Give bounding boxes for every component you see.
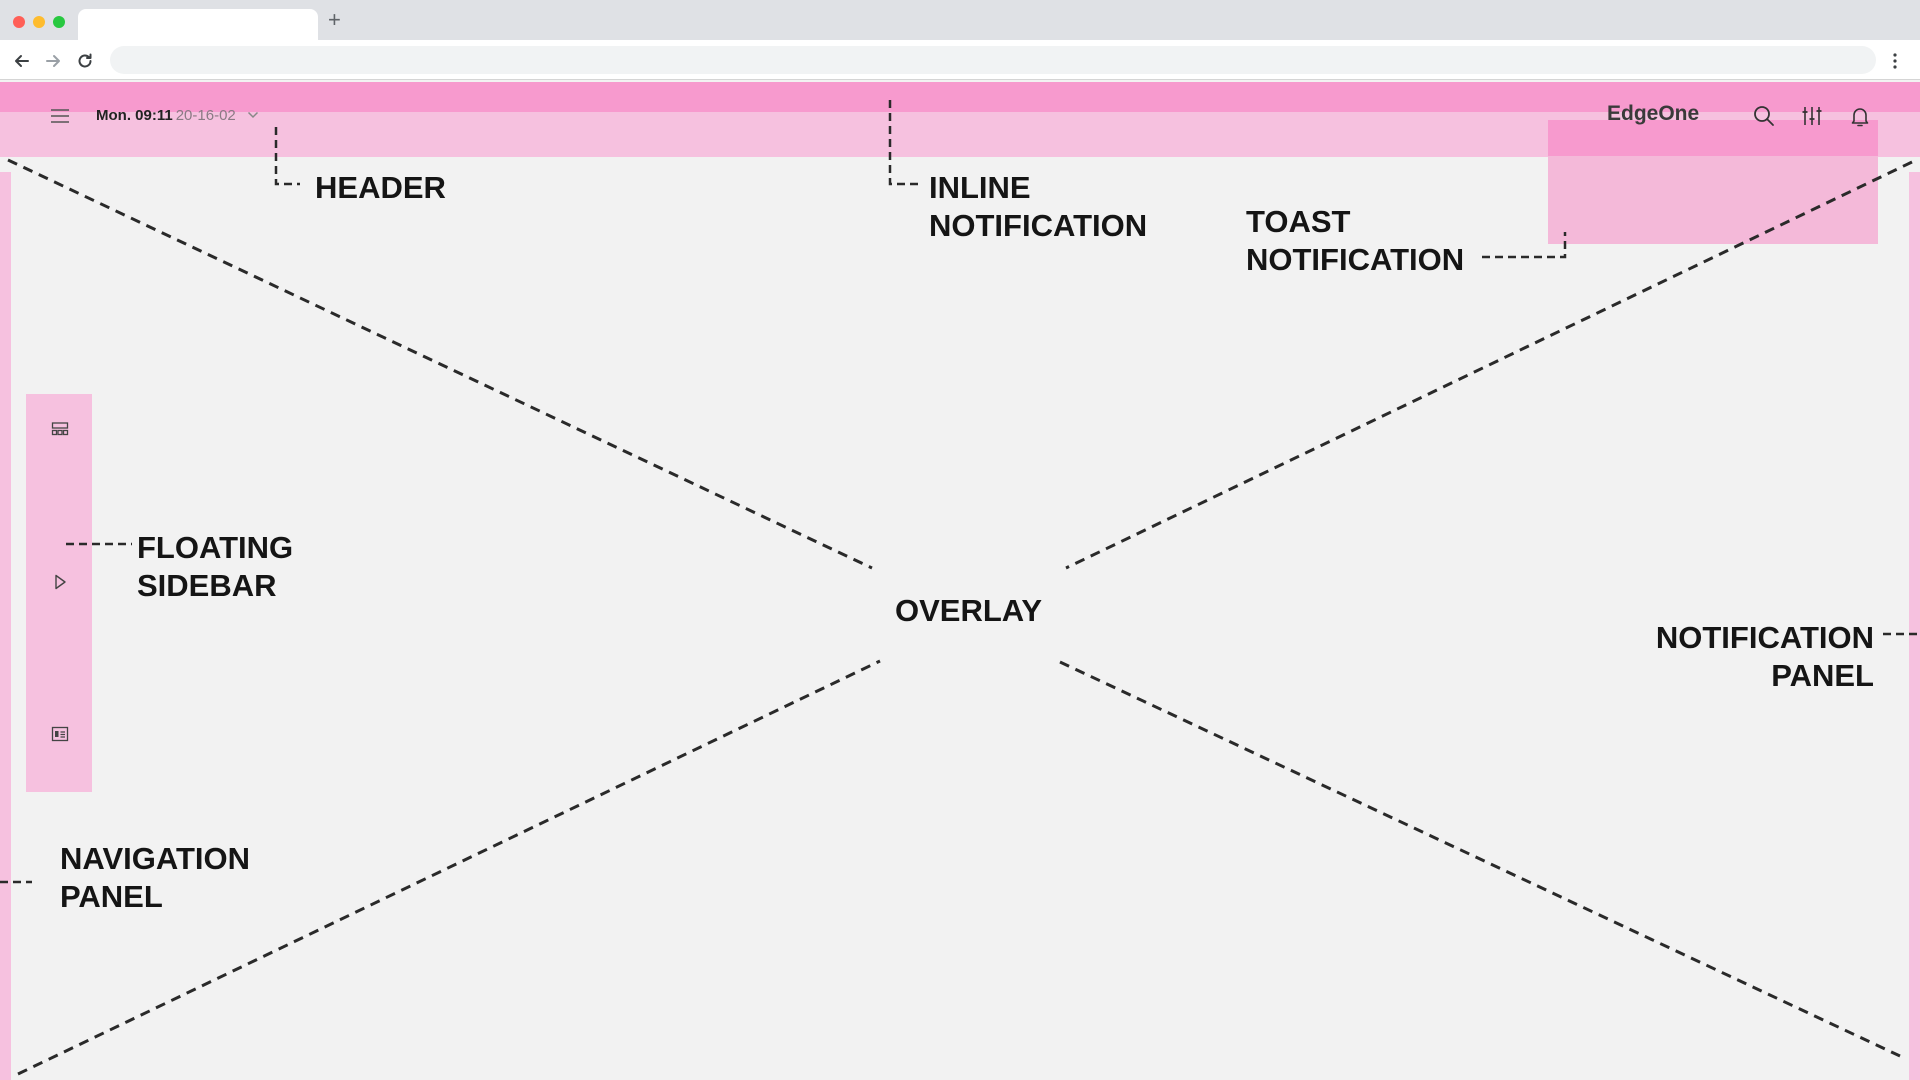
browser-tab-bar: + <box>0 0 1920 40</box>
card-list-icon[interactable] <box>51 725 69 743</box>
new-tab-button[interactable]: + <box>328 7 341 32</box>
floating-sidebar-label-line2: SIDEBAR <box>137 568 277 603</box>
inline-notification-label-line2: NOTIFICATION <box>929 208 1148 243</box>
navigation-panel-label: NAVIGATION PANEL <box>60 840 250 916</box>
bell-icon[interactable] <box>1848 104 1872 128</box>
reload-icon[interactable] <box>75 51 95 71</box>
header-date: 20-16-02 <box>175 107 236 124</box>
back-arrow-icon[interactable] <box>12 51 32 71</box>
header-label: HEADER <box>315 170 446 205</box>
minimize-window-button[interactable] <box>33 16 45 28</box>
floating-sidebar-label: FLOATING SIDEBAR <box>137 529 293 605</box>
search-icon[interactable] <box>1752 104 1776 128</box>
more-vertical-icon[interactable] <box>1892 52 1898 70</box>
navigation-panel <box>0 172 11 1080</box>
notification-panel <box>1909 172 1920 1080</box>
navigation-panel-label-line1: NAVIGATION <box>60 841 251 876</box>
overlay-label: OVERLAY <box>895 593 1043 628</box>
browser-tab[interactable] <box>78 9 318 40</box>
inline-notification-label-line1: INLINE <box>929 170 1031 205</box>
forward-arrow-icon[interactable] <box>43 51 63 71</box>
header-time: Mon. 09:11 <box>96 107 173 124</box>
play-icon[interactable] <box>51 573 69 591</box>
toast-notification-label-line2: NOTIFICATION <box>1246 242 1465 277</box>
inline-notification-label: INLINE NOTIFICATION <box>929 169 1147 245</box>
browser-toolbar <box>0 40 1920 80</box>
toast-notification-header <box>1548 120 1878 156</box>
chevron-down-icon[interactable] <box>247 111 259 119</box>
toast-notification-label-line1: TOAST <box>1246 204 1351 239</box>
notification-panel-label-line2: PANEL <box>1771 658 1874 693</box>
navigation-panel-label-line2: PANEL <box>60 879 163 914</box>
maximize-window-button[interactable] <box>53 16 65 28</box>
toast-notification-label: TOAST NOTIFICATION <box>1246 203 1464 279</box>
sliders-icon[interactable] <box>1800 104 1824 128</box>
address-bar[interactable] <box>110 46 1876 74</box>
brand-logo: EdgeOne <box>1607 102 1700 125</box>
notification-panel-label-line1: NOTIFICATION <box>1655 620 1874 655</box>
close-window-button[interactable] <box>13 16 25 28</box>
notification-panel-label: NOTIFICATION PANEL <box>1656 619 1874 695</box>
overlay-line-top-left <box>7 158 873 570</box>
inline-notification-bar <box>0 82 1920 112</box>
overlay-line-bottom-right <box>1059 660 1901 1058</box>
menu-icon[interactable] <box>50 108 70 124</box>
floating-sidebar-label-line1: FLOATING <box>137 530 294 565</box>
grid-layout-icon[interactable] <box>51 421 69 439</box>
